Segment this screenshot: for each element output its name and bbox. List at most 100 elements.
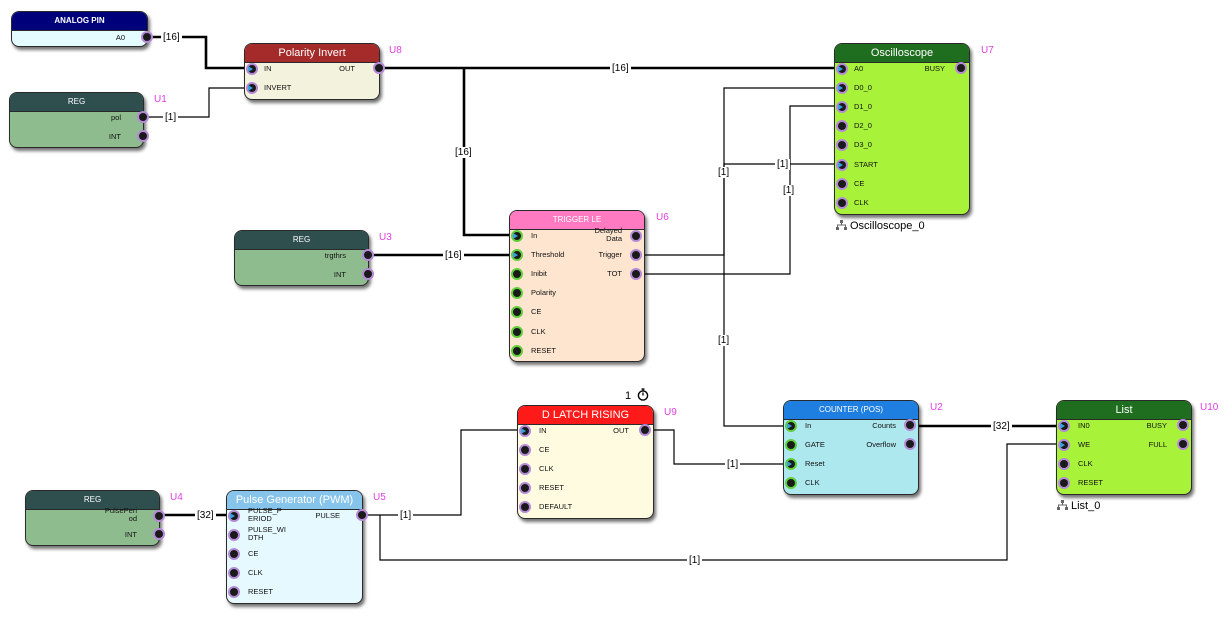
port-counter-clk[interactable] — [785, 477, 797, 489]
block-id-u2: U2 — [930, 402, 943, 413]
port-label-u8-out: OUT — [339, 64, 355, 73]
port-osc-d2[interactable] — [836, 120, 848, 132]
port-osc-ce[interactable] — [836, 178, 848, 190]
port-pulseperiod-out[interactable] — [153, 510, 165, 522]
list-instance-label[interactable]: List_0 — [1057, 500, 1100, 512]
counter-pos-block[interactable]: COUNTER (POS) U2 In GATE Reset CLK Count… — [783, 400, 943, 495]
port-osc-busy[interactable] — [955, 62, 967, 74]
input-arrow-icon — [787, 461, 792, 467]
input-arrow-icon — [787, 423, 792, 429]
port-pol-out[interactable] — [137, 111, 149, 123]
wire-label-a0: [16] — [161, 32, 182, 43]
block-id-u6: U6 — [656, 212, 669, 223]
wire-label-latch-reset: [1] — [725, 459, 741, 470]
port-overflow-out[interactable] — [904, 438, 916, 450]
wire-label-counts: [32] — [991, 421, 1012, 432]
input-arrow-icon — [838, 85, 843, 91]
port-osc-clk[interactable] — [836, 197, 848, 209]
wire-trigger-to-osc-start — [636, 163, 840, 256]
input-arrow-icon — [1060, 423, 1065, 429]
port-trig-ce[interactable] — [511, 306, 523, 318]
port-label-osc-busy: BUSY — [924, 64, 945, 73]
port-label-osc-d1: D1_0 — [854, 102, 872, 111]
block-id-u8: U8 — [389, 45, 402, 56]
polarity-invert-block[interactable]: Polarity Invert U8 IN INVERT OUT — [244, 43, 402, 100]
reg-block-u1[interactable]: REG U1 pol INT — [9, 92, 167, 148]
port-label-a0: A0 — [115, 33, 125, 42]
port-label-list-we: WE — [1078, 440, 1091, 449]
port-trig-reset[interactable] — [511, 345, 523, 357]
wire-osc-d0-to-counter — [723, 87, 840, 427]
port-label-int-u1: INT — [108, 132, 121, 141]
port-label-int-u3: INT — [333, 270, 346, 279]
oscilloscope-instance-label[interactable]: Oscilloscope_0 — [836, 220, 925, 232]
port-counter-gate[interactable] — [785, 439, 797, 451]
port-pulse-out[interactable] — [356, 509, 368, 521]
port-trgthrs-out[interactable] — [362, 249, 374, 261]
port-int-u1-out[interactable] — [137, 130, 149, 142]
port-trig-clk[interactable] — [511, 326, 523, 338]
port-label-pwm-ce: CE — [248, 549, 259, 558]
input-arrow-icon — [838, 104, 843, 110]
port-counts-out[interactable] — [904, 419, 916, 431]
port-osc-d3[interactable] — [836, 139, 848, 151]
port-latch-default[interactable] — [519, 501, 531, 513]
port-latch-ce[interactable] — [519, 444, 531, 456]
oscilloscope-title: Oscilloscope — [835, 44, 969, 63]
latch-timer-value: 1 — [625, 390, 632, 402]
port-label-trig-in: In — [531, 231, 538, 240]
port-label-latch-clk: CLK — [539, 464, 554, 473]
port-latch-out[interactable] — [639, 424, 651, 436]
input-arrow-icon — [248, 85, 253, 91]
reg-block-u4[interactable]: REG U4 PulsePeriod INT — [25, 490, 183, 546]
port-label-u8-in: IN — [264, 64, 272, 73]
port-label-osc-ce: CE — [854, 179, 865, 188]
analog-pin-block[interactable]: ANALOG PIN A0 — [11, 11, 153, 47]
port-delayed-data[interactable] — [630, 230, 642, 242]
reg-u3-title: REG — [235, 231, 368, 250]
port-latch-clk[interactable] — [519, 463, 531, 475]
port-label-counter-gate: GATE — [805, 440, 825, 449]
port-label-trig-inibit: Inibit — [531, 269, 547, 278]
block-id-u10: U10 — [1200, 402, 1219, 413]
pulse-generator-block[interactable]: Pulse Generator (PWM) U5 PULSE_PERIOD PU… — [226, 490, 386, 604]
port-latch-reset[interactable] — [519, 482, 531, 494]
port-trig-inibit[interactable] — [511, 268, 523, 280]
trigger-le-block[interactable]: TRIGGER LE U6 In Threshold Inibit Polari… — [509, 210, 669, 362]
wire-pol-to-invert — [148, 87, 250, 118]
d-latch-rising-block[interactable]: D LATCH RISING U9 IN CE CLK RESET DEFAUL… — [517, 405, 677, 519]
port-pwm-ce[interactable] — [228, 548, 240, 560]
port-pwm-width[interactable] — [228, 529, 240, 541]
port-label-trig-clk: CLK — [531, 327, 546, 336]
input-arrow-icon — [838, 66, 843, 72]
port-int-u4-out[interactable] — [153, 528, 165, 540]
list-block[interactable]: List U10 IN0 WE CLK RESET BUSY FULL — [1056, 400, 1218, 495]
port-trig-polarity[interactable] — [511, 287, 523, 299]
wire-label-pulse-latch: [1] — [398, 510, 414, 521]
port-label-osc-start: START — [854, 160, 878, 169]
block-id-u1: U1 — [154, 94, 167, 105]
port-a0-out[interactable] — [141, 31, 153, 43]
port-label-counts: Counts — [872, 421, 896, 430]
port-pwm-clk[interactable] — [228, 567, 240, 579]
port-u8-out[interactable] — [373, 62, 385, 74]
port-list-busy[interactable] — [1177, 419, 1189, 431]
reg-block-u3[interactable]: REG U3 trgthrs INT — [234, 230, 392, 286]
port-int-u3-out[interactable] — [362, 268, 374, 280]
wire-label-u8-trig: [16] — [453, 147, 474, 158]
port-label-trig-threshold: Threshold — [531, 250, 565, 259]
port-pwm-reset[interactable] — [228, 586, 240, 598]
port-trigger-out[interactable] — [630, 249, 642, 261]
oscilloscope-block[interactable]: Oscilloscope U7 A0 D0_0 D1_0 D2_0 D3_0 S… — [834, 43, 994, 215]
port-list-reset[interactable] — [1058, 477, 1070, 489]
port-label-delayed-data: Delayed Data — [594, 226, 622, 243]
list-instance-name: List_0 — [1071, 500, 1101, 512]
port-label-osc-d2: D2_0 — [854, 121, 872, 130]
port-list-full[interactable] — [1177, 438, 1189, 450]
port-label-latch-in: IN — [539, 426, 547, 435]
port-tot-out[interactable] — [630, 268, 642, 280]
port-label-osc-d3: D3_0 — [854, 140, 872, 149]
wire-label-d0: [1] — [716, 167, 732, 178]
port-label-osc-d0: D0_0 — [854, 83, 872, 92]
port-list-clk[interactable] — [1058, 458, 1070, 470]
